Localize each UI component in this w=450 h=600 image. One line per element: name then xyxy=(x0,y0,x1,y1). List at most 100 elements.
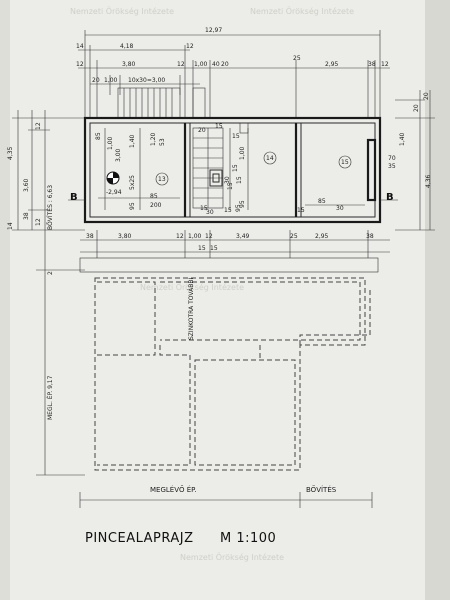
dim-top-row2-b: 3,80 xyxy=(122,61,136,68)
inner-dim-3: 3,00 xyxy=(115,148,122,162)
dim-top-row2-c: 12 xyxy=(177,61,185,68)
inner-dim-10: 200 xyxy=(150,202,162,209)
room-number-13: 13 xyxy=(158,176,166,183)
dim-left-existing: MEGL. ÉP. 9,17 xyxy=(46,375,54,420)
bottom-dim-11: 15 xyxy=(210,245,218,252)
dim-right-d: 70 xyxy=(388,155,396,162)
dim-left-e: 12 xyxy=(35,122,42,130)
dim-left-g: 2 xyxy=(47,271,54,275)
existing-building-label: MEGLÉVŐ ÉP. xyxy=(150,485,197,494)
dim-top-row1-a: 14 xyxy=(76,43,84,50)
room-number-15: 15 xyxy=(341,159,349,166)
bottom-dim-2: 3,80 xyxy=(118,233,132,240)
bottom-dim-5: 12 xyxy=(205,233,213,240)
inner-dim-7: 5x25 xyxy=(129,175,136,190)
extension-label: BŐVÍTÉS xyxy=(306,485,337,494)
dim-top-row2-g: 25 xyxy=(293,55,301,62)
left-dimension-lines xyxy=(12,110,85,476)
bottom-dimension-lines xyxy=(80,230,390,258)
bottom-dim-1: 38 xyxy=(86,233,94,240)
inner-dim-12: 1,00 xyxy=(239,146,246,160)
inner-dim-20: 15 xyxy=(200,205,208,212)
bottom-dim-6: 3,49 xyxy=(236,233,250,240)
inner-dimension-lines xyxy=(98,128,365,210)
dim-total-width: 12,97 xyxy=(205,27,222,34)
bottom-dim-9: 38 xyxy=(366,233,374,240)
inner-dim-15: 30 xyxy=(224,176,231,184)
inner-dim-25: 95 xyxy=(235,204,242,212)
paper-edge-left xyxy=(0,0,10,600)
inner-dim-14: 15 xyxy=(232,164,239,172)
dim-left-extension: BŐVÍTÉS : 6,63 xyxy=(46,185,54,230)
dim-left-d: 38 xyxy=(23,212,30,220)
inner-dim-23: 20 xyxy=(198,127,206,134)
basement-walls xyxy=(83,116,382,224)
inner-dim-8: 95 xyxy=(129,202,136,210)
room-marker-13 xyxy=(155,172,169,186)
dim-right-b: 20 xyxy=(423,92,430,100)
section-marker-left: B xyxy=(70,192,78,203)
level-marker-value: -2,94 xyxy=(106,189,122,196)
dim-top-row2-i: 38 xyxy=(368,61,376,68)
dim-top-row3-b: 1,00 xyxy=(104,77,118,84)
inner-dim-24: 15 xyxy=(224,207,232,214)
room-number-14: 14 xyxy=(266,155,274,162)
bottom-dim-3: 12 xyxy=(176,233,184,240)
dim-top-row3-a: 20 xyxy=(92,77,100,84)
dim-left-f: 12 xyxy=(35,218,42,226)
level-marker-symbol xyxy=(106,171,120,185)
bottom-dim-4: 1,00 xyxy=(188,233,202,240)
vertical-note: SZINKOTRA TOVÁBBI xyxy=(188,278,195,340)
watermark-text: Nemzeti Örökség Intézete xyxy=(70,6,174,16)
inner-dim-2: 1,00 xyxy=(107,136,114,150)
inner-dim-1: 85 xyxy=(95,132,102,140)
drawing-scale: M 1:100 xyxy=(220,531,276,546)
inner-dim-13: 15 xyxy=(227,182,234,190)
right-dimension-lines xyxy=(395,90,435,231)
dim-right-a: 20 xyxy=(413,104,420,112)
inner-dim-21: 30 xyxy=(206,209,214,216)
inner-dim-17: 85 xyxy=(318,198,326,205)
drawing-title: PINCEALAPRAJZ xyxy=(85,531,194,546)
inner-dim-18: 30 xyxy=(336,205,344,212)
inner-dim-11: 15 xyxy=(232,133,240,140)
watermark-text: Nemzeti Örökség Intézete xyxy=(180,552,284,562)
dim-left-b: 3,60 xyxy=(23,178,30,192)
dim-left-c: 14 xyxy=(7,222,14,230)
inner-dim-5: 1,20 xyxy=(150,132,157,146)
inner-dim-16: 95 xyxy=(239,200,246,208)
dim-top-row1-b: 4,18 xyxy=(120,43,134,50)
watermark-text: Nemzeti Örökség Intézete xyxy=(140,282,244,292)
dim-top-row3-c: 10x30=3,00 xyxy=(128,77,165,84)
inner-dim-22: 15 xyxy=(215,123,223,130)
bottom-dim-8: 2,95 xyxy=(315,233,329,240)
bottom-extent-line xyxy=(79,492,373,508)
dim-top-row2-d: 1,00 xyxy=(194,61,208,68)
dim-right-e: 35 xyxy=(388,163,396,170)
inner-dim-26: 15 xyxy=(297,207,305,214)
dim-left-a: 4,35 xyxy=(7,146,14,160)
dim-right-total: 4,36 xyxy=(425,174,432,188)
bottom-dim-7: 25 xyxy=(290,233,298,240)
entry-stair-hatch xyxy=(117,87,206,119)
inner-dim-9: 85 xyxy=(150,193,158,200)
section-marker-right: B xyxy=(386,192,394,203)
dim-top-row1-c: 12 xyxy=(186,43,194,50)
room-marker-14 xyxy=(263,151,277,165)
dim-right-c: 1,40 xyxy=(399,132,406,146)
inner-dim-6: 53 xyxy=(159,138,166,146)
watermark-group: Nemzeti Örökség Intézete Nemzeti Örökség… xyxy=(70,6,354,562)
bottom-dim-10: 15 xyxy=(198,245,206,252)
existing-building-outline xyxy=(79,257,379,471)
watermark-text: Nemzeti Örökség Intézete xyxy=(250,6,354,16)
paper-edge-right xyxy=(425,0,450,600)
room-marker-15 xyxy=(338,155,352,169)
dim-top-row2-f: 20 xyxy=(221,61,229,68)
dim-top-row2-a: 12 xyxy=(76,61,84,68)
dim-top-row2-e: 40 xyxy=(212,61,220,68)
interior-staircase xyxy=(192,122,249,209)
inner-dim-19: 15 xyxy=(236,176,243,184)
dim-top-row2-h: 2,95 xyxy=(325,61,339,68)
